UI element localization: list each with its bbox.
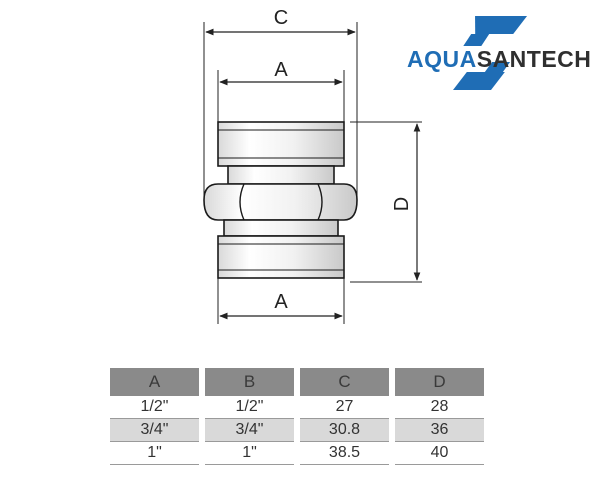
cell-a: 3/4"	[110, 419, 199, 442]
cell-c: 30.8	[300, 419, 389, 442]
logo-word-santech: SANTECH	[476, 46, 592, 72]
top-thread	[217, 121, 345, 167]
cell-b: 1"	[205, 442, 294, 465]
label-c: C	[274, 7, 288, 29]
table-header-row: A B C D	[110, 368, 484, 396]
label-a-top: A	[274, 59, 288, 81]
cell-d: 36	[395, 419, 484, 442]
lower-neck	[223, 219, 339, 237]
cell-c: 38.5	[300, 442, 389, 465]
brand-logo: AQUASANTECH	[405, 10, 595, 100]
label-d: D	[391, 197, 413, 211]
logo-word-aqua: AQUA	[407, 46, 477, 72]
hex-nut	[203, 183, 358, 221]
label-a-bottom: A	[274, 291, 288, 313]
fitting-drawing: C A A D	[203, 7, 422, 324]
header-d: D	[395, 368, 484, 396]
neck	[227, 165, 335, 185]
table-row: 1/2" 1/2" 27 28	[110, 396, 484, 419]
cell-a: 1/2"	[110, 396, 199, 419]
dimensions-table: A B C D 1/2" 1/2" 27 28 3/4" 3/4" 30.8 3…	[104, 368, 490, 465]
table-row: 3/4" 3/4" 30.8 36	[110, 419, 484, 442]
logo-wordmark: AQUASANTECH	[407, 48, 591, 71]
logo-s-emblem	[453, 16, 528, 90]
cell-c: 27	[300, 396, 389, 419]
cell-d: 40	[395, 442, 484, 465]
header-b: B	[205, 368, 294, 396]
header-c: C	[300, 368, 389, 396]
cell-b: 3/4"	[205, 419, 294, 442]
cell-a: 1"	[110, 442, 199, 465]
cell-b: 1/2"	[205, 396, 294, 419]
table-row: 1" 1" 38.5 40	[110, 442, 484, 465]
extension-lines	[203, 22, 422, 324]
dimension-lines	[205, 28, 421, 320]
fitting-body	[203, 121, 358, 279]
header-a: A	[110, 368, 199, 396]
bottom-thread	[217, 235, 345, 279]
cell-d: 28	[395, 396, 484, 419]
